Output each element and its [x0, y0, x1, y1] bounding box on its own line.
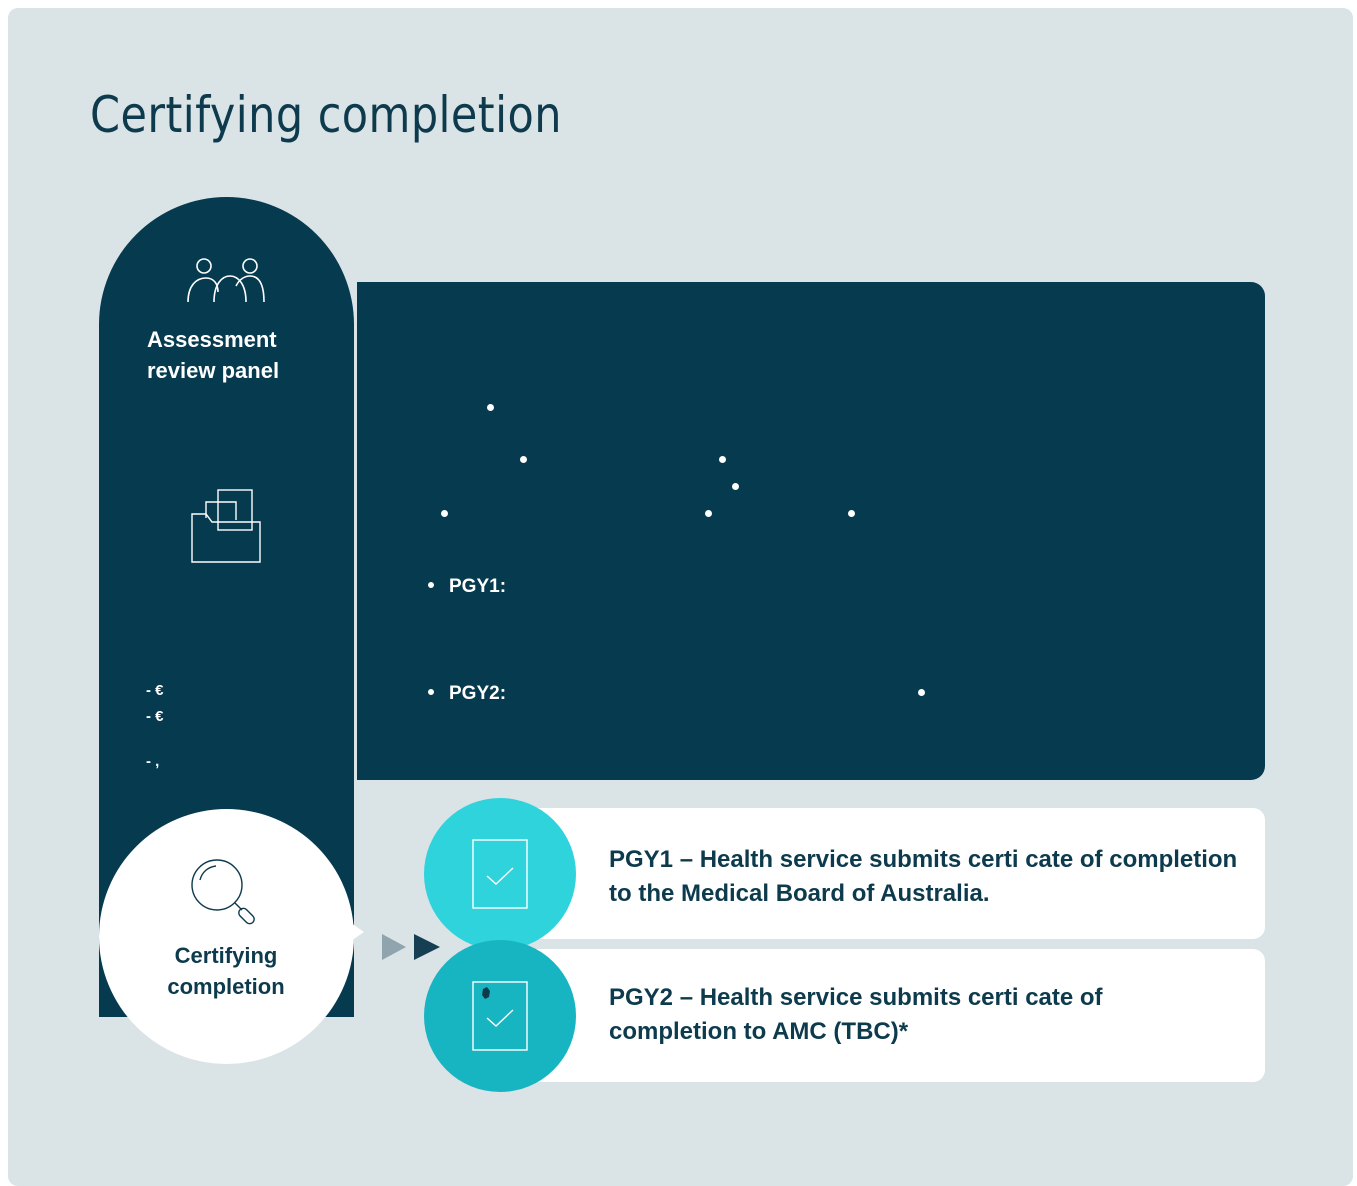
magnifier-icon	[190, 858, 262, 935]
details-panel	[357, 282, 1265, 780]
speech-pointer	[338, 914, 364, 950]
certifying-completion-label: Certifying completion	[167, 943, 285, 999]
pgy1-label: PGY1:	[449, 576, 507, 597]
document-check-icon	[472, 839, 528, 909]
symbol-line-2: - €	[146, 708, 164, 725]
bullet-dot	[441, 510, 448, 517]
bullet-dot	[918, 689, 925, 696]
people-icon	[184, 256, 268, 313]
certifying-completion-circle	[99, 809, 354, 1064]
bullet-dot	[732, 483, 739, 490]
step-text-pgy2: PGY2 – Health service submits certi cate…	[609, 984, 1103, 1045]
bullet-dot	[487, 404, 494, 411]
bullet-dot	[719, 456, 726, 463]
pgy2-label: PGY2:	[449, 683, 507, 704]
bullet-dot	[705, 510, 712, 517]
step-card-pgy2: PGY2 – Health service submits certi cate…	[520, 949, 1265, 1082]
assessment-review-panel-label: Assessment review panel	[147, 327, 280, 383]
bullet-marker	[428, 688, 434, 695]
pgy2-bullet: PGY2:	[428, 683, 506, 705]
step-badge-pgy2	[424, 940, 576, 1092]
document-check-icon	[472, 981, 528, 1051]
symbol-line-1: - €	[146, 682, 164, 699]
pgy1-bullet: PGY1:	[428, 576, 506, 598]
bullet-dot	[520, 456, 527, 463]
symbol-line-3: - ,	[146, 753, 160, 770]
bullet-dot	[848, 510, 855, 517]
page-title: Certifying completion	[90, 86, 562, 144]
bullet-marker	[428, 581, 434, 588]
double-arrow-icon	[380, 930, 444, 969]
folder-icon	[190, 488, 262, 571]
step-card-pgy1: PGY1 – Health service submits certi cate…	[520, 808, 1265, 939]
step-badge-pgy1	[424, 798, 576, 950]
step-text-pgy1: PGY1 – Health service submits certi cate…	[609, 846, 1238, 907]
